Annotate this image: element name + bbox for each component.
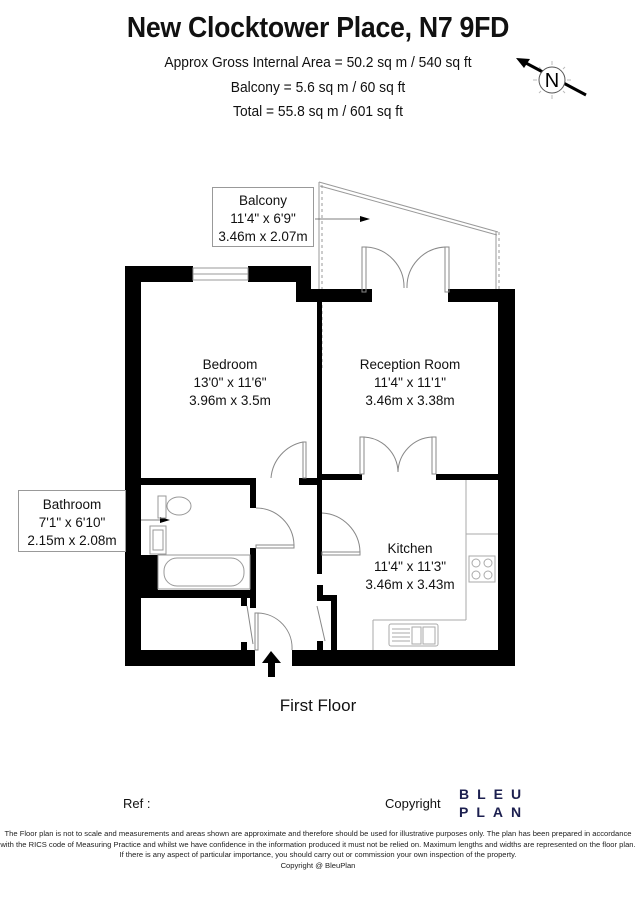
bathroom-metric: 2.15m x 2.08m xyxy=(27,533,117,548)
disclaimer-line-3: If there is any aspect of particular imp… xyxy=(119,850,517,860)
kitchen-label: Kitchen 11'4" x 11'3" 3.46m x 3.43m xyxy=(350,540,470,594)
kitchen-counters xyxy=(372,480,498,650)
bathroom-callout: Bathroom 7'1" x 6'10" 2.15m x 2.08m xyxy=(18,490,126,552)
bedroom-door xyxy=(270,441,307,479)
balcony-doors xyxy=(361,246,450,293)
disclaimer-line-4: Copyright @ BleuPlan xyxy=(280,860,356,870)
kitchen-side-door xyxy=(321,512,361,556)
entrance-door xyxy=(246,605,326,651)
bleuplan-logo: BLEU PLAN xyxy=(459,785,529,821)
balcony-name: Balcony xyxy=(238,193,288,208)
north-arrow-icon: N xyxy=(510,55,590,105)
kitchen-doors xyxy=(359,436,437,475)
balcony-metric: 3.46m x 2.07m xyxy=(218,229,308,244)
disclaimer: The Floor plan is not to scale and measu… xyxy=(0,829,636,871)
copyright-label: Copyright xyxy=(385,796,441,811)
disclaimer-line-2: with the RICS code of Measuring Practice… xyxy=(0,839,636,849)
reception-name: Reception Room xyxy=(359,357,461,372)
kitchen-imperial: 11'4" x 11'3" xyxy=(373,559,447,574)
walls xyxy=(125,266,515,666)
bedroom-label: Bedroom 13'0" x 11'6" 3.96m x 3.5m xyxy=(160,356,300,410)
gross-internal-area: Approx Gross Internal Area = 50.2 sq m /… xyxy=(164,54,472,71)
ref-label: Ref : xyxy=(123,796,151,811)
balcony-callout: Balcony 11'4" x 6'9" 3.46m x 2.07m xyxy=(212,187,314,247)
bedroom-metric: 3.96m x 3.5m xyxy=(189,393,271,408)
bathroom-door xyxy=(255,507,295,549)
total-area: Total = 55.8 sq m / 601 sq ft xyxy=(233,103,403,120)
bathroom-imperial: 7'1" x 6'10" xyxy=(38,515,106,530)
bathroom-fixtures xyxy=(149,495,251,590)
balcony-area: Balcony = 5.6 sq m / 60 sq ft xyxy=(230,79,406,96)
logo-line-1: BLEU xyxy=(459,786,530,802)
logo-line-2: PLAN xyxy=(459,804,530,820)
kitchen-metric: 3.46m x 3.43m xyxy=(365,577,455,592)
bedroom-name: Bedroom xyxy=(202,357,258,372)
balcony-outline xyxy=(318,181,500,370)
floor-label: First Floor xyxy=(279,696,357,715)
bedroom-window xyxy=(192,267,249,281)
reception-metric: 3.46m x 3.38m xyxy=(365,393,455,408)
reception-label: Reception Room 11'4" x 11'1" 3.46m x 3.3… xyxy=(340,356,480,410)
property-title: New Clocktower Place, N7 9FD xyxy=(126,12,510,44)
bathroom-name: Bathroom xyxy=(42,497,102,512)
bedroom-imperial: 13'0" x 11'6" xyxy=(193,375,267,390)
reception-imperial: 11'4" x 11'1" xyxy=(373,375,447,390)
compass-n-label: N xyxy=(545,70,559,92)
balcony-imperial: 11'4" x 6'9" xyxy=(230,211,296,226)
kitchen-name: Kitchen xyxy=(387,541,433,556)
entrance-arrow-icon xyxy=(262,651,281,677)
disclaimer-line-1: The Floor plan is not to scale and measu… xyxy=(4,829,632,838)
